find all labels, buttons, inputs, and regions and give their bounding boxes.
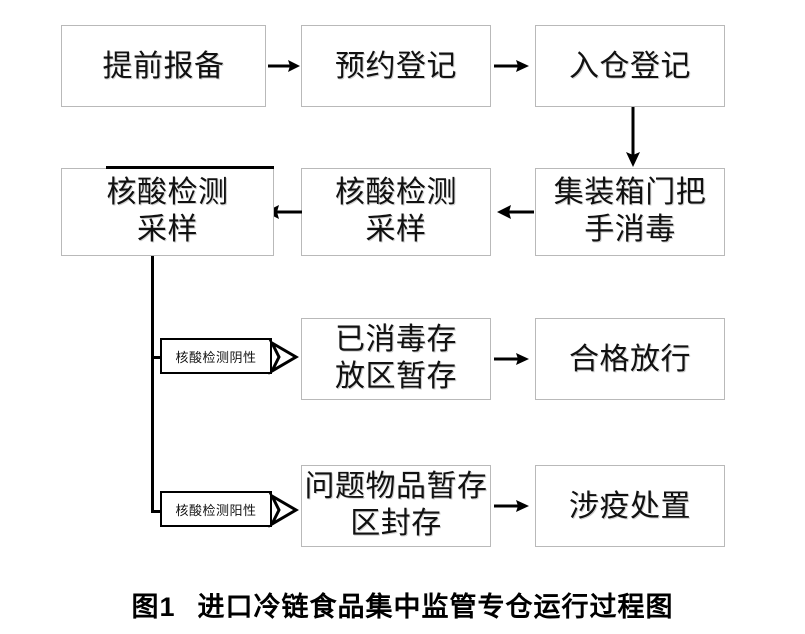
node-label-line1: 核酸检测 <box>335 176 457 210</box>
arrow-right-icon <box>494 500 529 512</box>
arrow-appointment-to-entry <box>494 60 529 72</box>
node-qualified-release: 合格放行 <box>535 318 725 400</box>
edge-label-text: 核酸检测阳性 <box>175 502 257 518</box>
arrow-left-icon <box>497 205 534 219</box>
arrowhead-positive-to-sealed-storage <box>268 492 299 528</box>
arrowhead-negative-to-storage <box>268 339 299 375</box>
node-label-line1: 已消毒存 <box>335 323 457 357</box>
node-label: 提前报备 <box>102 49 225 83</box>
edge-label-text: 核酸检测阴性 <box>175 349 257 365</box>
node-nucleic-acid-sampling-mid: 核酸检测 采样 <box>301 168 491 256</box>
node-label-line1: 问题物品暂存 <box>304 470 488 504</box>
arrow-storage-to-release <box>494 353 529 365</box>
arrow-down-icon <box>626 107 640 167</box>
arrow-right-icon <box>494 353 529 365</box>
node-label: 入仓登记 <box>569 49 691 83</box>
node-label: 合格放行 <box>569 342 691 376</box>
figure-caption-text: 进口冷链食品集中监管专仓运行过程图 <box>197 592 674 622</box>
node-label-line2: 手消毒 <box>584 213 676 246</box>
node-label-line2: 采样 <box>365 213 427 246</box>
node-problem-goods-sealed: 问题物品暂存 区封存 <box>301 465 491 547</box>
arrow-head-outline-icon <box>268 492 299 528</box>
node-appointment-registration: 预约登记 <box>301 25 491 107</box>
arrow-entry-to-disinfection <box>626 107 640 167</box>
branch-trunk-line <box>151 256 154 513</box>
node-label: 涉疫处置 <box>569 489 691 523</box>
node-label-line1: 集装箱门把 <box>553 176 707 210</box>
node-label-line2: 放区暂存 <box>335 360 457 393</box>
arrow-right-icon <box>494 60 529 72</box>
node-container-door-handle-disinfection: 集装箱门把 手消毒 <box>535 168 725 256</box>
arrow-report-to-appointment <box>268 60 300 72</box>
arrow-right-icon <box>268 60 300 72</box>
figure-caption: 图1 进口冷链食品集中监管专仓运行过程图 <box>0 585 805 624</box>
edge-label-positive: 核酸检测阳性 <box>160 491 272 527</box>
node-label-line2: 采样 <box>137 213 198 246</box>
node-warehouse-entry-registration: 入仓登记 <box>535 25 725 107</box>
node-label-line2: 区封存 <box>350 507 442 540</box>
node-advance-report: 提前报备 <box>61 25 266 107</box>
node-label-line1: 核酸检测 <box>106 176 229 210</box>
arrow-sealed-storage-to-disposal <box>494 500 529 512</box>
edge-label-negative: 核酸检测阴性 <box>160 338 272 374</box>
sampling-left-top-accent <box>106 166 274 169</box>
figure-caption-number: 图1 <box>131 592 176 622</box>
arrow-disinfection-to-sampling-mid <box>497 205 534 219</box>
node-label: 预约登记 <box>335 49 457 83</box>
node-nucleic-acid-sampling-left: 核酸检测 采样 <box>61 168 274 256</box>
node-disinfected-storage: 已消毒存 放区暂存 <box>301 318 491 400</box>
node-epidemic-disposal: 涉疫处置 <box>535 465 725 547</box>
arrow-head-outline-icon <box>268 339 299 375</box>
